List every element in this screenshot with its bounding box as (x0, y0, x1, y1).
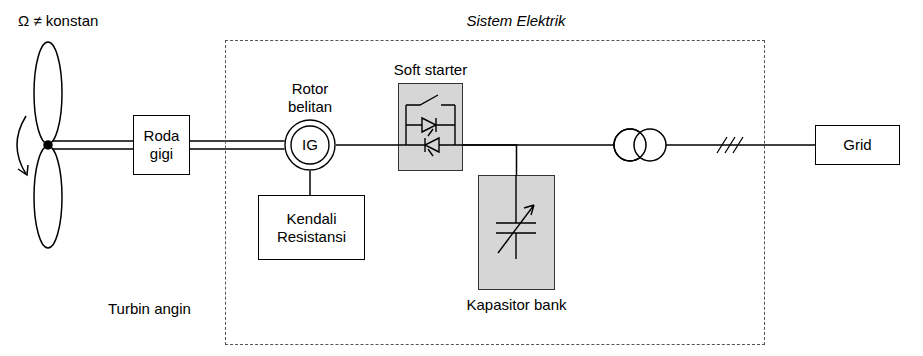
connector-wire (336, 145, 398, 146)
turbine-hub (44, 141, 52, 149)
node-label: Kendali Resistansi (263, 210, 360, 246)
symbol-part (406, 95, 455, 105)
symbol-part (291, 126, 329, 164)
resistance-control-box: Kendali Resistansi (258, 195, 365, 260)
node-heading: Kapasitor bank (457, 296, 577, 314)
phase-slash (733, 137, 743, 153)
shaft-line (52, 148, 133, 150)
transformer-winding (614, 129, 646, 161)
node-label: Roda gigi (138, 127, 185, 163)
capacitor-bank-box: Kapasitor bank (478, 175, 555, 290)
connector-wire (190, 141, 285, 149)
rotation-arrow (17, 116, 26, 174)
wire-path (190, 148, 285, 150)
symbol-lines (496, 175, 536, 259)
generator-circle: Rotor belitanIG (284, 119, 336, 171)
node-label: Grid (843, 136, 871, 154)
symbol-part (406, 118, 455, 136)
rotation-arrow-head (18, 165, 28, 175)
wire-path (336, 144, 398, 146)
grid-box: Grid (815, 125, 900, 165)
wind-turbine (17, 42, 62, 248)
connector-wire (310, 171, 311, 195)
soft-starter-box-symbol (398, 83, 463, 171)
three-phase-marks (717, 137, 743, 153)
turbine-shaft (52, 141, 133, 149)
turbine-blade (34, 42, 62, 144)
turbine-blade (34, 146, 62, 248)
turbine-label: Turbin angin (108, 300, 191, 318)
node-heading: Rotor belitan (270, 80, 350, 116)
symbol-part (398, 105, 463, 145)
node-heading: Soft starter (386, 61, 476, 79)
symbol-lines (285, 120, 335, 170)
wire-path (463, 145, 517, 175)
wire-path (190, 140, 285, 142)
node-label: IG (302, 136, 318, 154)
wire-path (309, 171, 311, 195)
connector-wire (463, 145, 517, 175)
symbol-lines (398, 95, 463, 156)
transformer-symbol (614, 129, 666, 161)
system-boundary: Rotor belitanIGKendali ResistansiSoft st… (225, 40, 765, 345)
transformer-winding (634, 129, 666, 161)
symbol-part (498, 205, 534, 253)
shaft-line (52, 140, 133, 142)
symbol-part (285, 120, 335, 170)
symbol-part (406, 138, 455, 156)
gearbox-box: Roda gigi (133, 115, 190, 175)
capacitor-bank-box-symbol (478, 175, 555, 290)
speed-note: Ω ≠ konstan (18, 12, 98, 30)
symbol-part (496, 175, 536, 259)
soft-starter-box: Soft starter (398, 83, 463, 171)
node-heading: Sistem Elektrik (446, 12, 586, 30)
phase-slash (725, 137, 735, 153)
phase-slash (717, 137, 727, 153)
